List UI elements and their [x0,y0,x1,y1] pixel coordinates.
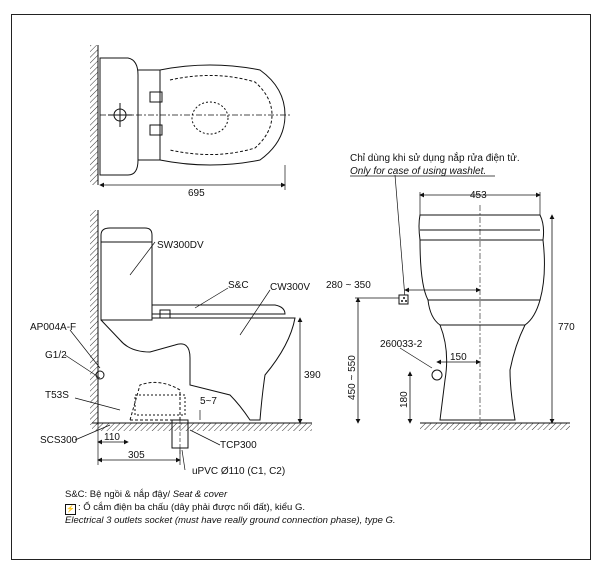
dim-770: 770 [558,322,575,333]
dim-180: 180 [399,391,410,408]
label-bowl: CW300V [270,282,310,293]
label-scs300: SCS300 [40,435,78,446]
dim-150: 150 [450,352,467,363]
legend-socket-en: Electrical 3 outlets socket (must have r… [65,515,396,526]
label-pipe: uPVC Ø110 (C1, C2) [192,466,285,477]
dim-280-350: 280 ~ 350 [326,280,371,291]
dim-305: 305 [128,450,145,461]
label-tcp300: TCP300 [220,440,257,451]
legend-seat-cover: S&C: Bệ ngồi & nắp đậy/ Seat & cover [65,489,227,501]
note-washlet-en: Only for case of using washlet. [350,166,486,177]
dim-453: 453 [470,190,487,201]
label-260033: 260033-2 [380,339,423,350]
side-view [64,210,312,471]
socket-legend-icon: ⚡ [65,504,76,515]
front-view [355,174,570,430]
label-seat: S&C [228,280,249,291]
legend-sc-en: Seat & cover [172,489,228,500]
drawing-frame [11,14,591,560]
label-ap004a: AP004A-F [30,322,76,333]
socket-symbol [398,294,409,305]
legend-socket-vi: : Ổ cắm điện ba chấu (dây phải được nối … [78,502,305,513]
top-view [90,45,290,190]
label-t53s: T53S [45,390,69,401]
dim-390: 390 [304,370,321,381]
legend-socket: ⚡: Ổ cắm điện ba chấu (dây phải được nối… [65,502,305,515]
label-tank: SW300DV [157,240,204,251]
label-g12: G1/2 [45,350,67,361]
dim-450-550: 450 ~ 550 [347,355,358,400]
dim-110: 110 [104,432,120,443]
note-washlet-vi: Chỉ dùng khi sử dụng nắp rửa điện tử. [350,151,520,164]
legend-sc-vi: S&C: Bệ ngồi & nắp đậy/ [65,489,173,500]
dim-5-7: 5~7 [200,396,217,407]
dim-695: 695 [188,188,205,199]
